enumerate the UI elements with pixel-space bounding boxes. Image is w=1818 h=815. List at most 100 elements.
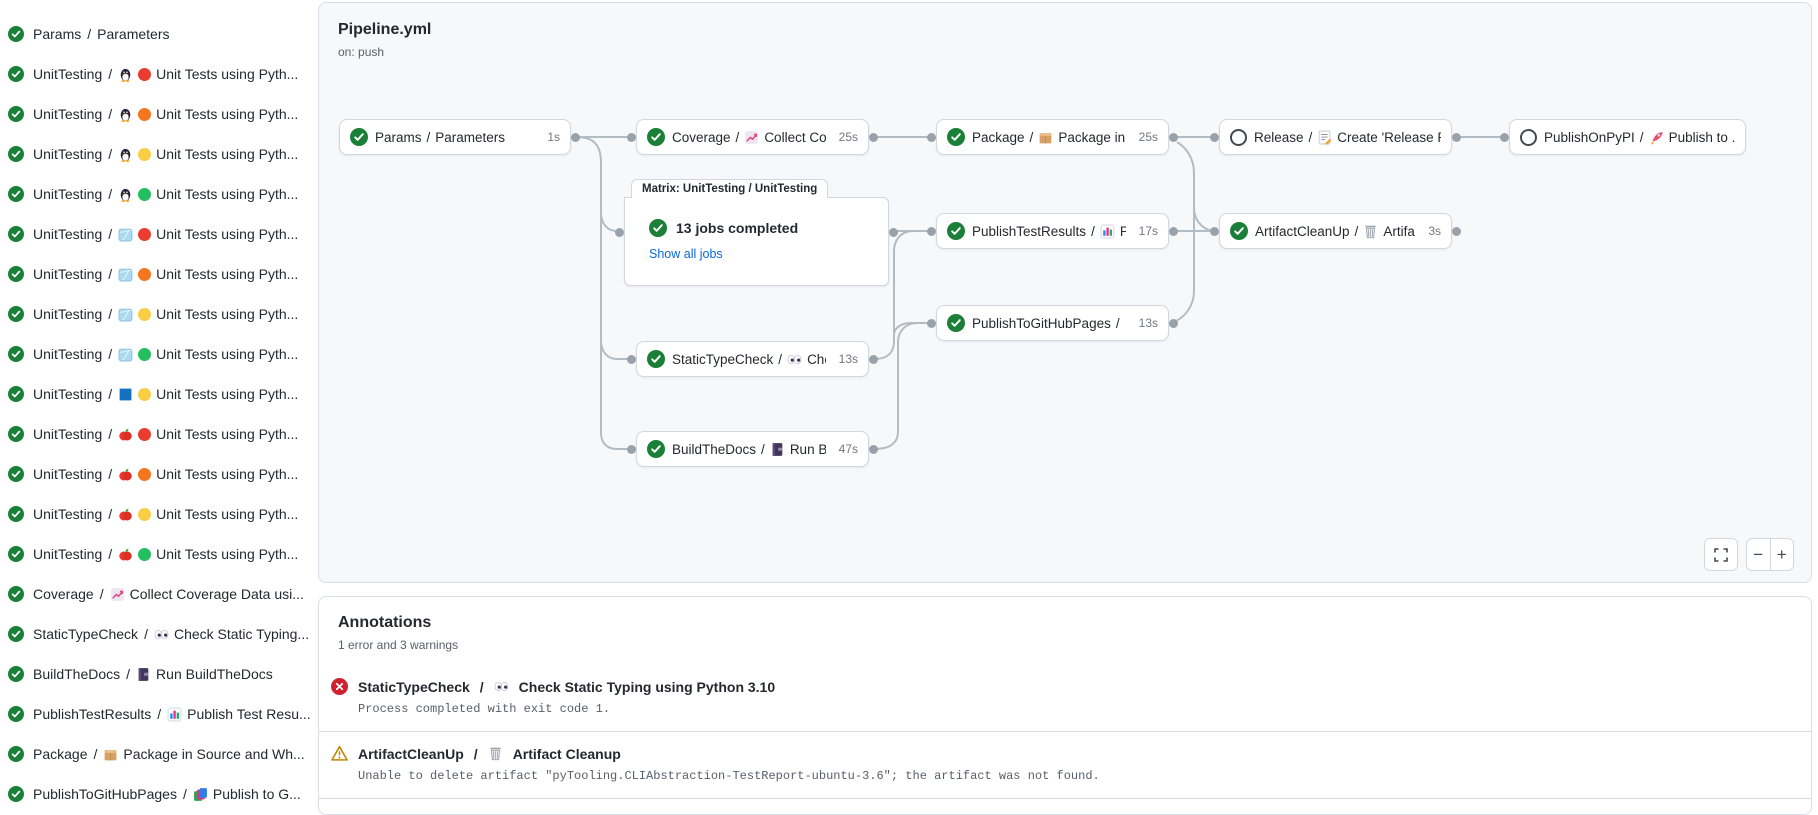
sidebar-job-item[interactable]: UnitTesting / Unit Tests using Pyth... — [0, 134, 318, 174]
pipeline-title: Pipeline.yml — [338, 21, 432, 38]
step-name: Unit Tests using Pyth... — [156, 186, 299, 202]
graph-node-release[interactable]: Release / Create 'Release P... — [1210, 119, 1461, 155]
connector-dot — [889, 228, 898, 237]
step-name: Parameters — [97, 26, 170, 42]
connector-dot — [1169, 226, 1178, 236]
success-icon — [947, 314, 965, 332]
step-name: Unit Tests using Pyth... — [156, 146, 299, 162]
job-name: UnitTesting — [33, 306, 103, 322]
job-name: UnitTesting — [33, 546, 103, 562]
sidebar-job-item[interactable]: PublishTestResults / Publish Test Resu..… — [0, 694, 318, 734]
graph-node-buildthedocs[interactable]: BuildTheDocs / Run Buil... 47s — [627, 431, 878, 467]
success-icon — [8, 746, 24, 762]
graph-node-params[interactable]: Params / Parameters 1s — [339, 119, 580, 155]
annotations-header: Annotations 1 error and 3 warnings — [319, 597, 1811, 665]
macos-icon — [118, 427, 133, 442]
connector-dot — [1169, 318, 1178, 328]
graph-node-coverage[interactable]: Coverage / Collect Cove... 25s — [627, 119, 878, 155]
annotation-row: StaticTypeCheck / Check Static Typing us… — [319, 665, 1811, 732]
sidebar-job-item[interactable]: Params / Parameters — [0, 14, 318, 54]
connector-dot — [627, 354, 636, 364]
success-icon — [8, 306, 24, 322]
graph-node-publishtestresults[interactable]: PublishTestResults / Pu... 17s — [927, 213, 1178, 249]
job-name: UnitTesting — [33, 186, 103, 202]
job-name: Package — [33, 746, 88, 762]
sidebar-job-item[interactable]: UnitTesting / Unit Tests using Pyth... — [0, 174, 318, 214]
job-name: StaticTypeCheck — [672, 351, 774, 367]
green-dot-icon — [138, 347, 152, 361]
package-icon — [1038, 130, 1053, 145]
pipeline-trigger: on: push — [338, 45, 385, 59]
sidebar-job-item[interactable]: BuildTheDocs / Run BuildTheDocs — [0, 654, 318, 694]
success-icon — [647, 350, 665, 368]
sidebar-job-item[interactable]: UnitTesting / Unit Tests using Pyth... — [0, 54, 318, 94]
graph-node-publishtogithubpages[interactable]: PublishToGitHubPages / ... 13s — [927, 305, 1178, 341]
sidebar-job-item[interactable]: UnitTesting / Unit Tests using Pyth... — [0, 94, 318, 134]
sidebar-job-item[interactable]: UnitTesting / Unit Tests using Pyth... — [0, 254, 318, 294]
success-icon — [649, 219, 667, 237]
job-list: Params / Parameters UnitTesting / Unit T… — [0, 0, 318, 815]
annotation-title[interactable]: StaticTypeCheck / Check Static Typing us… — [331, 678, 1795, 695]
graph-node-package[interactable]: Package / Package in So... 25s — [927, 119, 1178, 155]
zoom-out-button[interactable]: − — [1747, 539, 1771, 570]
step-name: Chec... — [807, 351, 826, 367]
annotation-title[interactable]: ArtifactCleanUp / Artifact Cleanup — [331, 745, 1795, 762]
sidebar-job-item[interactable]: Package / Package in Source and Wh... — [0, 734, 318, 774]
books-icon — [193, 787, 208, 802]
show-all-jobs-link[interactable]: Show all jobs — [649, 247, 723, 261]
job-name: PublishToGitHubPages — [972, 315, 1111, 331]
success-icon — [8, 226, 24, 242]
step-name: Unit Tests using Pyth... — [156, 346, 299, 362]
success-icon — [8, 26, 24, 42]
job-name: BuildTheDocs — [33, 666, 121, 682]
step-name: Unit Tests using Pyth... — [156, 466, 299, 482]
sidebar-job-item[interactable]: UnitTesting / Unit Tests using Pyth... — [0, 214, 318, 254]
linux-icon — [118, 187, 133, 202]
job-name: UnitTesting — [33, 146, 103, 162]
graph-node-artifactcleanup[interactable]: ArtifactCleanUp / Artifac... 3s — [1210, 213, 1461, 249]
eyes-icon — [154, 627, 169, 642]
connector-dot — [869, 132, 878, 142]
zoom-in-button[interactable]: + — [1771, 539, 1794, 570]
sidebar-job-item[interactable]: UnitTesting / Unit Tests using Pyth... — [0, 414, 318, 454]
success-icon — [8, 786, 24, 802]
job-duration: 25s — [838, 130, 858, 144]
step-name: Unit Tests using Pyth... — [156, 306, 299, 322]
job-name: Package — [972, 129, 1025, 145]
job-duration: 3s — [1428, 224, 1441, 238]
zoom-controls: − + — [1746, 538, 1794, 571]
connector-dot — [1210, 226, 1219, 236]
annotations-summary: 1 error and 3 warnings — [338, 638, 459, 652]
connector-dot — [615, 228, 624, 237]
sidebar-job-item[interactable]: UnitTesting / Unit Tests using Pyth... — [0, 454, 318, 494]
yellow-dot-icon — [138, 307, 152, 321]
matrix-group-card[interactable]: 13 jobs completed Show all jobs — [615, 197, 898, 286]
job-name: UnitTesting — [33, 466, 103, 482]
fullscreen-button[interactable] — [1704, 538, 1738, 571]
sidebar-job-item[interactable]: UnitTesting / Unit Tests using Pyth... — [0, 534, 318, 574]
job-name: UnitTesting — [33, 506, 103, 522]
sidebar-job-item[interactable]: StaticTypeCheck / Check Static Typing... — [0, 614, 318, 654]
step-name: Run Buil... — [789, 441, 826, 457]
job-duration: 17s — [1138, 224, 1158, 238]
connector-dot — [927, 226, 936, 236]
macos-icon — [118, 507, 133, 522]
step-name: Unit Tests using Pyth... — [156, 226, 299, 242]
sidebar-job-item[interactable]: UnitTesting / Unit Tests using Pyth... — [0, 374, 318, 414]
sidebar-job-item[interactable]: PublishToGitHubPages / Publish to G... — [0, 774, 318, 814]
step-name: Package in So... — [1058, 129, 1126, 145]
skipped-icon — [1230, 128, 1247, 146]
success-icon — [8, 586, 24, 602]
sidebar-job-item[interactable]: UnitTesting / Unit Tests using Pyth... — [0, 494, 318, 534]
sidebar-job-item[interactable]: UnitTesting / Unit Tests using Pyth... — [0, 334, 318, 374]
connector-dot — [1452, 132, 1461, 142]
graph-node-statictypecheck[interactable]: StaticTypeCheck / Chec... 13s — [627, 341, 878, 377]
connector-dot — [1500, 132, 1509, 142]
graph-node-publishonpypi[interactable]: PublishOnPyPI / Publish to ... — [1500, 119, 1746, 155]
job-name: StaticTypeCheck — [358, 678, 470, 695]
step-name: Parameters — [435, 129, 506, 145]
success-icon — [947, 128, 965, 146]
sidebar-job-item[interactable]: UnitTesting / Unit Tests using Pyth... — [0, 294, 318, 334]
sidebar-job-item[interactable]: Coverage / Collect Coverage Data usi... — [0, 574, 318, 614]
success-icon — [947, 222, 965, 240]
